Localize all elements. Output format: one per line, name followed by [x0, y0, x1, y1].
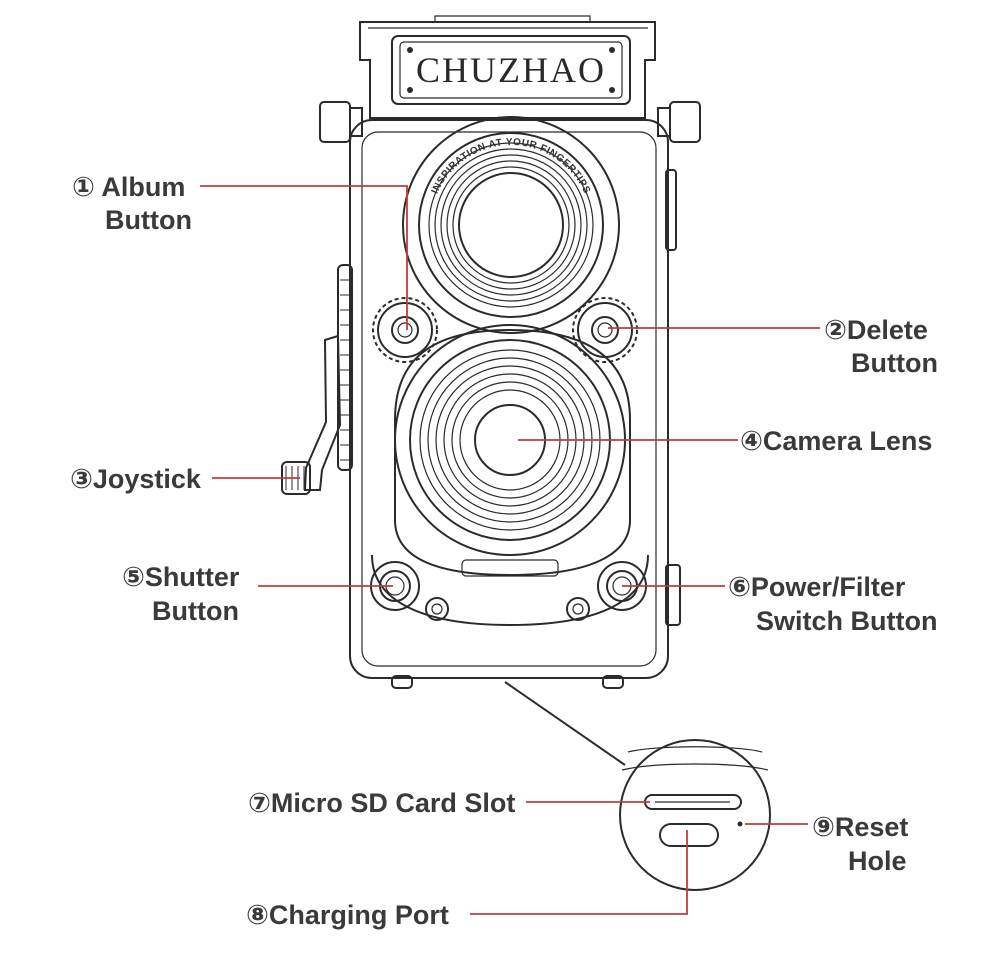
album-leader	[200, 185, 408, 330]
lens-label: ④Camera Lens	[740, 426, 932, 456]
right-side-knob	[669, 101, 701, 143]
bottom-zoom-inset	[504, 681, 771, 891]
sd-label: ⑦Micro SD Card Slot	[248, 788, 515, 818]
shutter-label-line2: Button	[152, 596, 239, 626]
part-labels: ① Album Button ②Delete Button ③Joystick …	[70, 172, 938, 930]
power-label-line1: ⑥Power/Filter	[728, 572, 906, 602]
reset-hole[interactable]	[737, 821, 743, 827]
viewfinder-hood	[359, 21, 656, 119]
album-button-gear	[372, 297, 438, 363]
shutter-button-group	[370, 561, 449, 621]
delete-button-gear	[572, 297, 638, 363]
right-foot	[602, 675, 624, 689]
album-button[interactable]	[391, 316, 419, 344]
reset-label-line1: ⑨Reset	[812, 812, 908, 842]
slogan-text: INSPIRATION AT YOUR FINGERTIPS	[430, 137, 593, 196]
charging-leader	[470, 830, 688, 915]
delete-label-line1: ②Delete	[824, 315, 928, 345]
album-label-line2: Button	[105, 205, 192, 235]
zoom-circle	[619, 739, 771, 891]
left-foot	[391, 675, 413, 689]
camera-illustration: CHUZHAO	[281, 15, 701, 689]
joystick-crank	[303, 334, 342, 491]
delete-label-line2: Button	[851, 348, 938, 378]
power-label-line2: Switch Button	[756, 606, 937, 636]
charging-label: ⑧Charging Port	[246, 900, 449, 930]
right-side-switch	[665, 564, 681, 626]
delete-button[interactable]	[591, 316, 619, 344]
left-side-knob	[319, 101, 351, 143]
camera-body	[349, 119, 669, 679]
album-label-line1: ① Album	[72, 172, 185, 202]
reset-label-line2: Hole	[848, 846, 907, 876]
charging-port[interactable]	[659, 823, 719, 847]
viewing-lens: INSPIRATION AT YOUR FINGERTIPS	[402, 116, 620, 334]
leader-lines	[200, 185, 820, 915]
joystick-label: ③Joystick	[70, 464, 202, 494]
brand-plate	[391, 35, 631, 105]
shutter-label-line1: ⑤Shutter	[122, 562, 240, 592]
brand-name: CHUZHAO	[416, 50, 606, 90]
